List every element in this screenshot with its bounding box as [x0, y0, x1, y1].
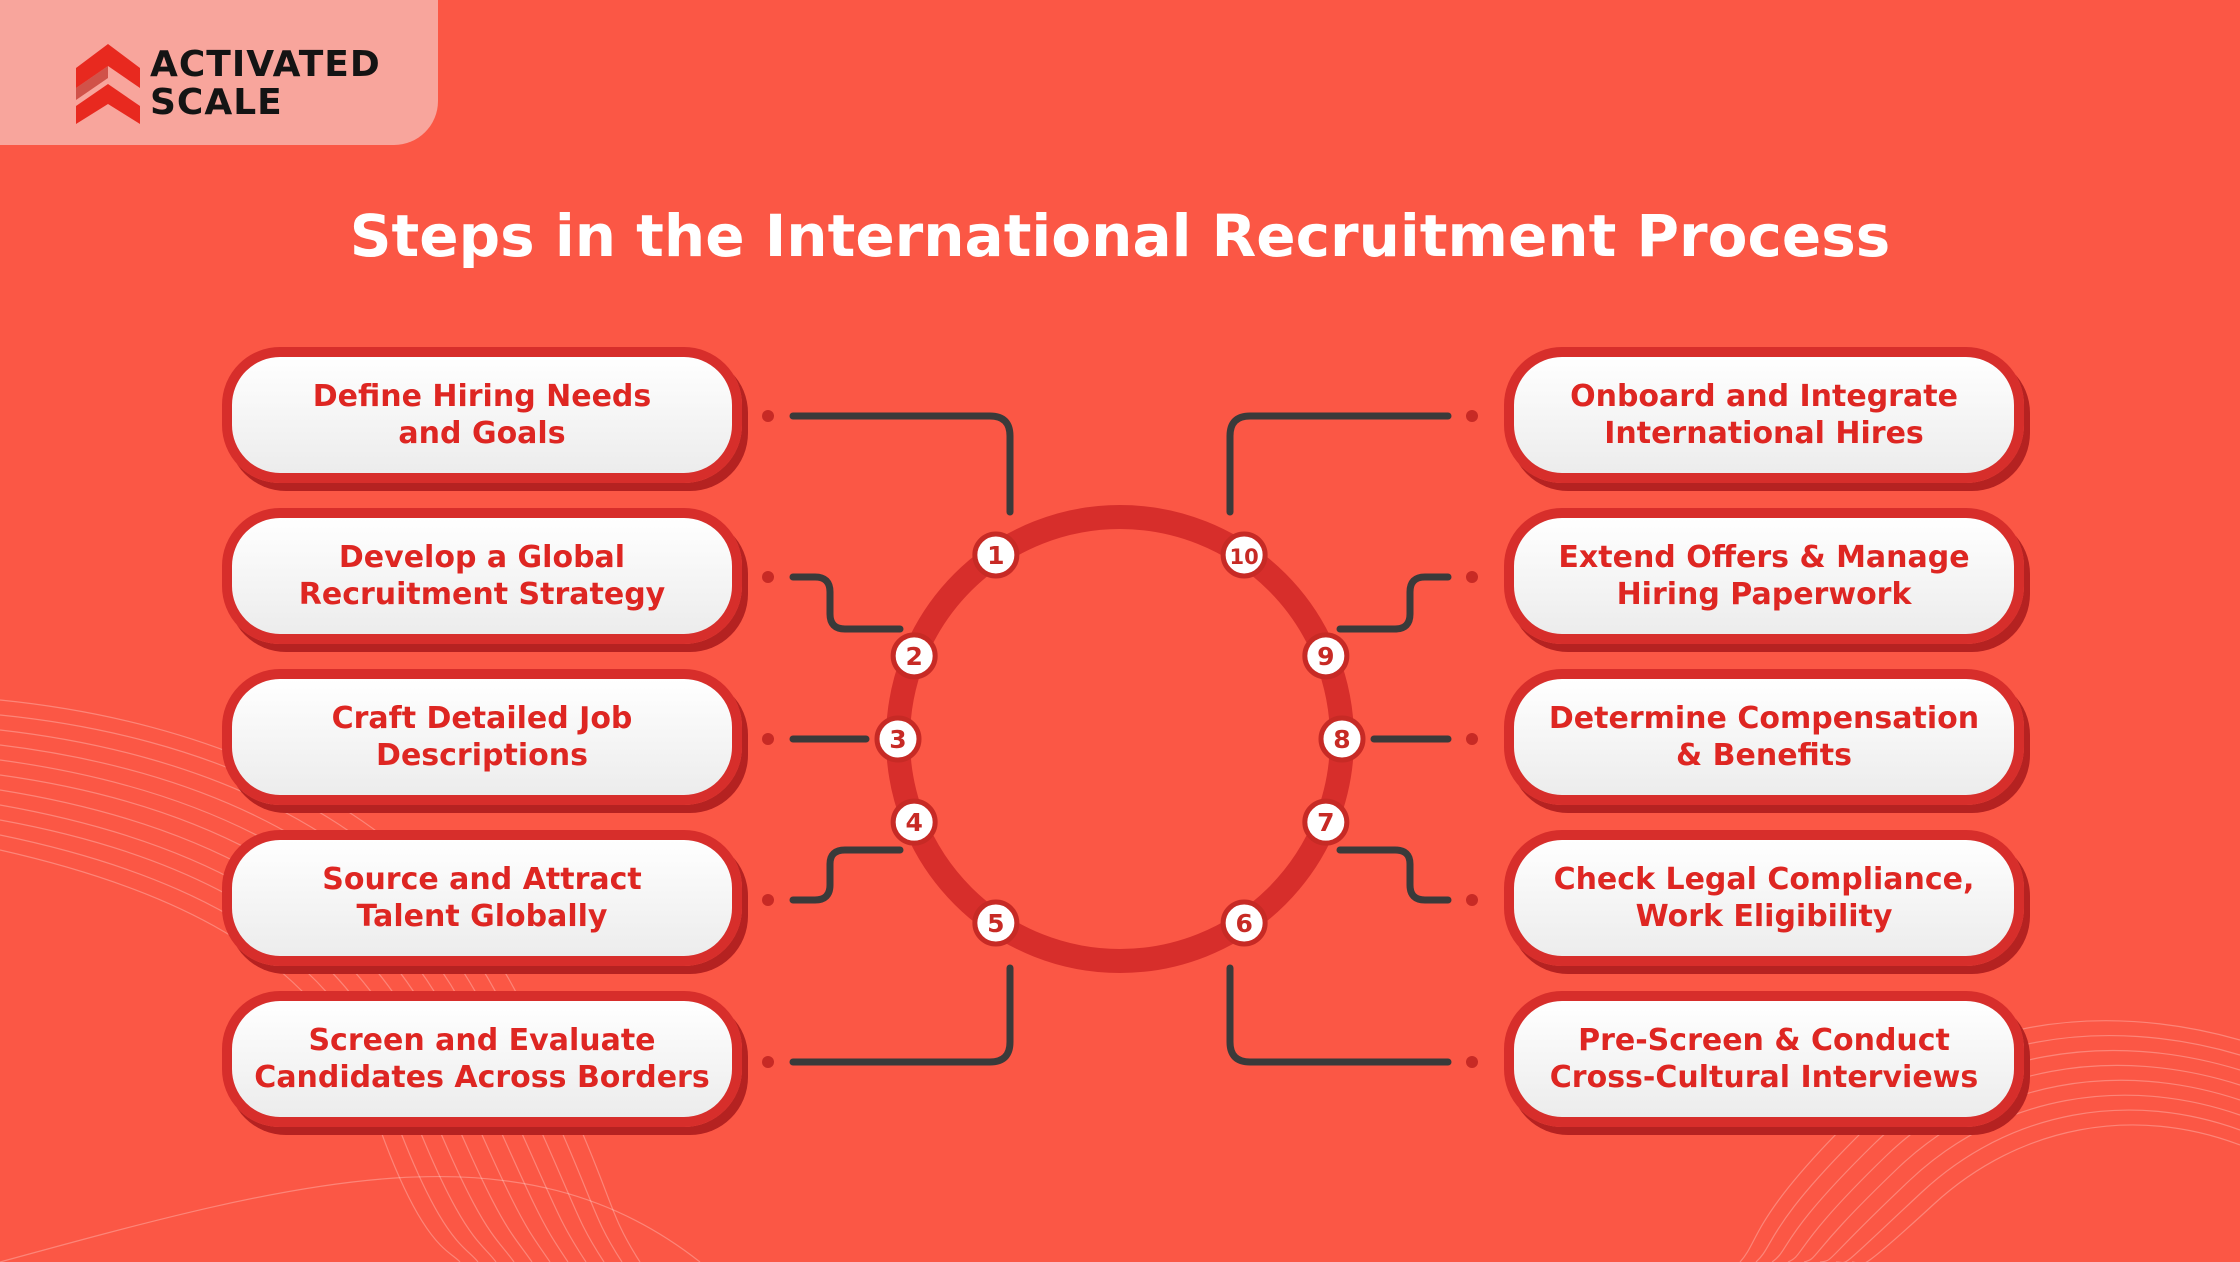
- brand-line-2: SCALE: [150, 82, 283, 123]
- step-number-10: 10: [1230, 545, 1259, 569]
- step-label-5: Screen and Evaluate Candidates Across Bo…: [254, 1023, 710, 1095]
- step-card-4: Source and Attract Talent Globally: [222, 830, 742, 966]
- step-label-1: Define Hiring Needs and Goals: [312, 379, 652, 451]
- step-badge-1: 1: [972, 531, 1020, 579]
- logo-panel: ACTIVATED SCALE: [0, 0, 438, 145]
- connector-7: [1336, 846, 1452, 904]
- step-number-3: 3: [889, 725, 906, 754]
- step-card-8: Determine Compensation & Benefits: [1504, 669, 2024, 805]
- step-badge-8: 8: [1318, 715, 1366, 763]
- step-label-2: Develop a Global Recruitment Strategy: [298, 540, 666, 612]
- step-card-10: Onboard and Integrate International Hire…: [1504, 347, 2024, 483]
- step-card-5: Screen and Evaluate Candidates Across Bo…: [222, 991, 742, 1127]
- chevron-up-logo-icon: [76, 44, 140, 124]
- connector-6: [1226, 964, 1452, 1066]
- step-label-3: Craft Detailed Job Descriptions: [331, 701, 633, 773]
- connector-10: [1226, 412, 1452, 516]
- step-number-8: 8: [1333, 725, 1350, 754]
- step-card-2: Develop a Global Recruitment Strategy: [222, 508, 742, 644]
- step-badge-3: 3: [874, 715, 922, 763]
- central-ring: [886, 505, 1354, 973]
- brand-line-1: ACTIVATED: [150, 44, 381, 85]
- connector-dot-3: [762, 733, 774, 745]
- step-label-7: Check Legal Compliance, Work Eligibility: [1553, 862, 1975, 934]
- connector-dot-5: [762, 1056, 774, 1068]
- step-number-9: 9: [1317, 642, 1334, 671]
- connector-9: [1336, 573, 1452, 633]
- step-badge-10: 10: [1220, 531, 1268, 579]
- step-card-3: Craft Detailed Job Descriptions: [222, 669, 742, 805]
- step-badge-9: 9: [1302, 632, 1350, 680]
- step-number-2: 2: [905, 642, 922, 671]
- step-badge-5: 5: [972, 899, 1020, 947]
- connector-5: [789, 964, 1014, 1066]
- page-title: Steps in the International Recruitment P…: [349, 202, 1891, 270]
- connector-dot-8: [1466, 733, 1478, 745]
- step-label-4: Source and Attract Talent Globally: [322, 862, 642, 934]
- connector-dot-1: [762, 410, 774, 422]
- connector-dot-2: [762, 571, 774, 583]
- step-card-1: Define Hiring Needs and Goals: [222, 347, 742, 483]
- connector-1: [789, 412, 1014, 516]
- step-label-6: Pre-Screen & Conduct Cross-Cultural Inte…: [1549, 1023, 1979, 1095]
- step-card-9: Extend Offers & Manage Hiring Paperwork: [1504, 508, 2024, 644]
- step-card-6: Pre-Screen & Conduct Cross-Cultural Inte…: [1504, 991, 2024, 1127]
- connector-dot-10: [1466, 410, 1478, 422]
- step-number-5: 5: [987, 909, 1004, 938]
- step-number-6: 6: [1235, 909, 1252, 938]
- step-card-7: Check Legal Compliance, Work Eligibility: [1504, 830, 2024, 966]
- step-label-10: Onboard and Integrate International Hire…: [1570, 379, 1958, 451]
- step-label-9: Extend Offers & Manage Hiring Paperwork: [1558, 540, 1970, 612]
- connector-4: [789, 846, 904, 904]
- brand-logo-text: ACTIVATED SCALE: [150, 46, 381, 122]
- connector-dot-6: [1466, 1056, 1478, 1068]
- step-label-8: Determine Compensation & Benefits: [1548, 701, 1980, 773]
- step-number-4: 4: [905, 808, 922, 837]
- step-badge-4: 4: [890, 798, 938, 846]
- step-badge-2: 2: [890, 632, 938, 680]
- connector-dot-9: [1466, 571, 1478, 583]
- connector-dot-7: [1466, 894, 1478, 906]
- connector-dot-4: [762, 894, 774, 906]
- step-badge-7: 7: [1302, 798, 1350, 846]
- connector-2: [789, 573, 904, 633]
- step-number-7: 7: [1317, 808, 1334, 837]
- step-number-1: 1: [987, 541, 1004, 570]
- step-badge-6: 6: [1220, 899, 1268, 947]
